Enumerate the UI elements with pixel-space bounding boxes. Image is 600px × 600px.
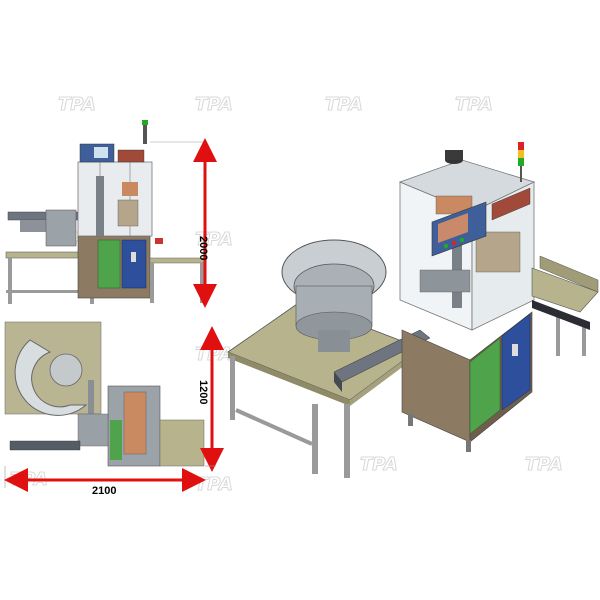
height-dimension-label: 2000: [197, 236, 209, 260]
watermark: TPA: [325, 94, 363, 115]
depth-dimension-label: 1200: [197, 380, 209, 404]
watermark: TPA: [58, 94, 96, 115]
width-dimension-label: 2100: [92, 485, 116, 497]
watermark: TPA: [455, 94, 493, 115]
top-view: 1200 2100: [4, 321, 224, 497]
watermark: TPA: [360, 454, 398, 475]
watermark: TPA: [525, 454, 563, 475]
watermark: TPA: [195, 94, 233, 115]
watermark: TPA: [195, 344, 233, 365]
front-view: 2000: [5, 120, 217, 308]
watermark: TPA: [195, 474, 233, 495]
isometric-view: [227, 142, 599, 478]
